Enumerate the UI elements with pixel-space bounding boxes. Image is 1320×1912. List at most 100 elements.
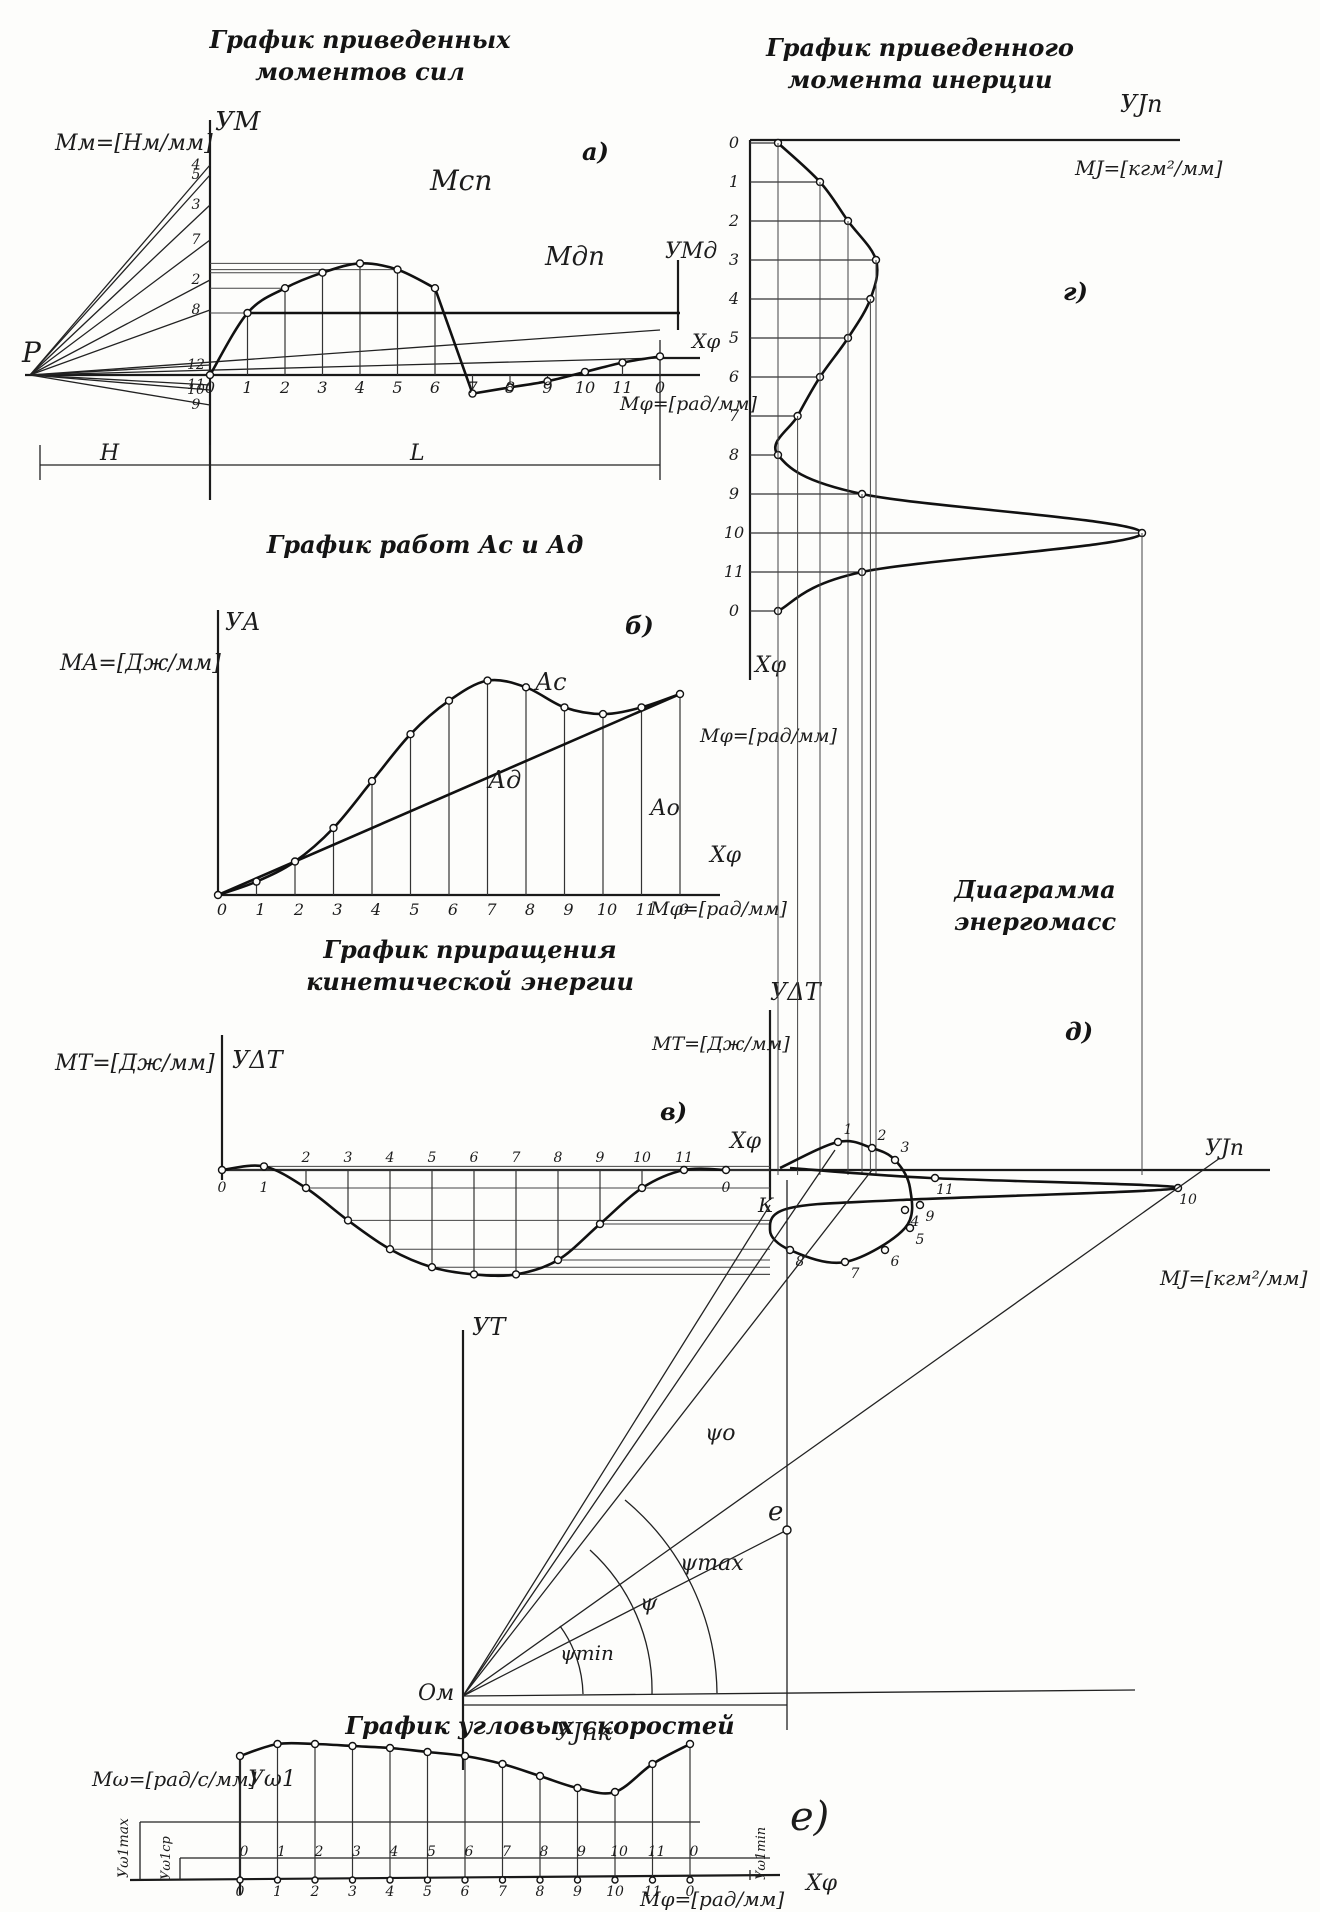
energy-tick-label: 6 xyxy=(470,1150,479,1166)
label-y-wmax: Уω1max xyxy=(116,1818,132,1878)
pole-ray-label: 4 xyxy=(191,157,201,173)
label-md: Мдп xyxy=(544,242,605,272)
energy-points xyxy=(217,1162,731,1279)
moment-tick-label: 0 xyxy=(655,378,665,397)
ac-point xyxy=(444,696,454,705)
panel-letter-e: е) xyxy=(790,1794,829,1840)
label-x-phi-v: Хφ xyxy=(728,1129,762,1154)
velocity-tick-label-bottom: 3 xyxy=(348,1884,357,1900)
title-velocity: График угловых скоростей xyxy=(344,1711,734,1740)
scale-mu-a: MA=[Дж/мм] xyxy=(59,651,221,676)
inertia-tick-label: 4 xyxy=(728,289,739,308)
pole-ray xyxy=(29,204,211,376)
ac-point xyxy=(252,877,261,886)
label-psi: ψ xyxy=(640,1591,658,1616)
velocity-tick-label-bottom: 2 xyxy=(310,1884,320,1900)
work-tick-label: 6 xyxy=(448,900,458,919)
label-ad: Ад xyxy=(486,766,521,794)
scale-mu-phi-g: Mφ=[рад/мм] xyxy=(699,725,838,747)
work-grid xyxy=(255,680,681,895)
scale-mu-phi-a: Mφ=[рад/мм] xyxy=(619,393,758,415)
velocity-tick-label-top: 11 xyxy=(648,1844,666,1860)
mc-point xyxy=(393,265,402,274)
x-axis-phi-e xyxy=(129,1873,781,1882)
w-base-point xyxy=(686,1876,694,1884)
inertia-tick-label: 3 xyxy=(729,250,739,269)
label-y-t: УТ xyxy=(472,1313,507,1341)
energy-tick-label: 8 xyxy=(554,1150,563,1166)
pole-ray-long xyxy=(29,357,661,376)
loop-point xyxy=(867,1143,877,1153)
w-point xyxy=(498,1759,507,1769)
label-y-dt: УΔТ xyxy=(232,1046,285,1074)
pole-ray-label: 7 xyxy=(192,232,201,248)
title-energomass-line2: энергомасс xyxy=(954,907,1117,936)
loop-point-label: 9 xyxy=(926,1209,935,1225)
title-energy-line1: График приращения xyxy=(322,935,616,964)
line-to-k xyxy=(462,1204,771,1697)
velocity-tick-label-bottom: 4 xyxy=(385,1884,395,1900)
loop-point xyxy=(905,1223,915,1233)
label-point-e: е xyxy=(768,1497,783,1527)
pole-ray xyxy=(29,174,211,376)
dt-point xyxy=(637,1183,647,1193)
pole-ray-label: 2 xyxy=(191,272,201,288)
label-y-wcp: Уω1ср xyxy=(159,1835,174,1880)
pole-ray-label: 11 xyxy=(187,377,205,393)
energy-tick-label: 2 xyxy=(301,1150,311,1166)
label-psi-o: ψo xyxy=(705,1421,736,1446)
mc-point xyxy=(618,358,627,367)
moment-tick-label: 5 xyxy=(392,378,402,397)
ac-point xyxy=(675,689,685,699)
velocity-tick-label-top: 9 xyxy=(577,1844,586,1860)
pole-ray-label: 12 xyxy=(187,357,205,373)
title-energy-line2: кинетической энергии xyxy=(306,967,634,996)
title-moments-line1: График приведенных xyxy=(209,25,512,54)
loop-point-label: 1 xyxy=(844,1122,853,1138)
work-tick-label: 1 xyxy=(255,900,265,919)
energy-tick-label: 10 xyxy=(633,1150,651,1166)
mc-point xyxy=(205,370,215,380)
mc-point xyxy=(505,383,515,392)
ac-point xyxy=(483,676,492,685)
label-mc: Мсп xyxy=(429,164,492,197)
mc-point xyxy=(430,284,440,293)
w-point xyxy=(610,1787,620,1797)
velocity-tick-label-bottom: 7 xyxy=(498,1884,507,1900)
j-curve xyxy=(774,142,1144,613)
w-base-point xyxy=(498,1876,507,1884)
w-base-point xyxy=(423,1876,432,1884)
scale-mu-t: MT=[Дж/мм] xyxy=(54,1051,215,1076)
moment-tick-label: 7 xyxy=(467,378,478,397)
energy-tick-label: 7 xyxy=(512,1150,521,1166)
scale-mu-m: Mм=[Нм/мм] xyxy=(54,131,213,156)
w-point xyxy=(535,1771,545,1781)
w-base-point xyxy=(648,1876,657,1884)
dt-point xyxy=(679,1165,689,1175)
moment-tick-label: 6 xyxy=(430,378,440,397)
velocity-tick-label-bottom: 8 xyxy=(536,1884,545,1900)
tangent-construction: е УТ Ом УJпк ψmin ψ ψmax ψo xyxy=(418,1149,1221,1770)
dt-point xyxy=(469,1270,479,1279)
pole-ray-label: 10 xyxy=(187,382,205,398)
velocity-tick-label-bottom: 11 xyxy=(644,1884,662,1900)
energy-tick-label: 11 xyxy=(675,1150,693,1166)
label-om: Ом xyxy=(418,1681,454,1706)
velocity-tick-label-bottom: 0 xyxy=(686,1884,695,1900)
inertia-tick-label: 2 xyxy=(728,211,739,230)
mc-point xyxy=(468,389,477,398)
arc-psi-max xyxy=(624,1499,718,1694)
velocity-tick-label-top: 5 xyxy=(427,1844,436,1860)
velocity-tick-label-bottom: 10 xyxy=(606,1884,624,1900)
moment-tick-label: 1 xyxy=(242,378,252,397)
scale-mu-w: Mω=[рад/с/мм] xyxy=(91,1767,257,1791)
arc-psi xyxy=(589,1549,653,1695)
w-point xyxy=(310,1739,320,1749)
work-tick-label: 4 xyxy=(370,900,381,919)
ac-point xyxy=(521,683,531,692)
tangent-lower xyxy=(462,1157,1221,1697)
